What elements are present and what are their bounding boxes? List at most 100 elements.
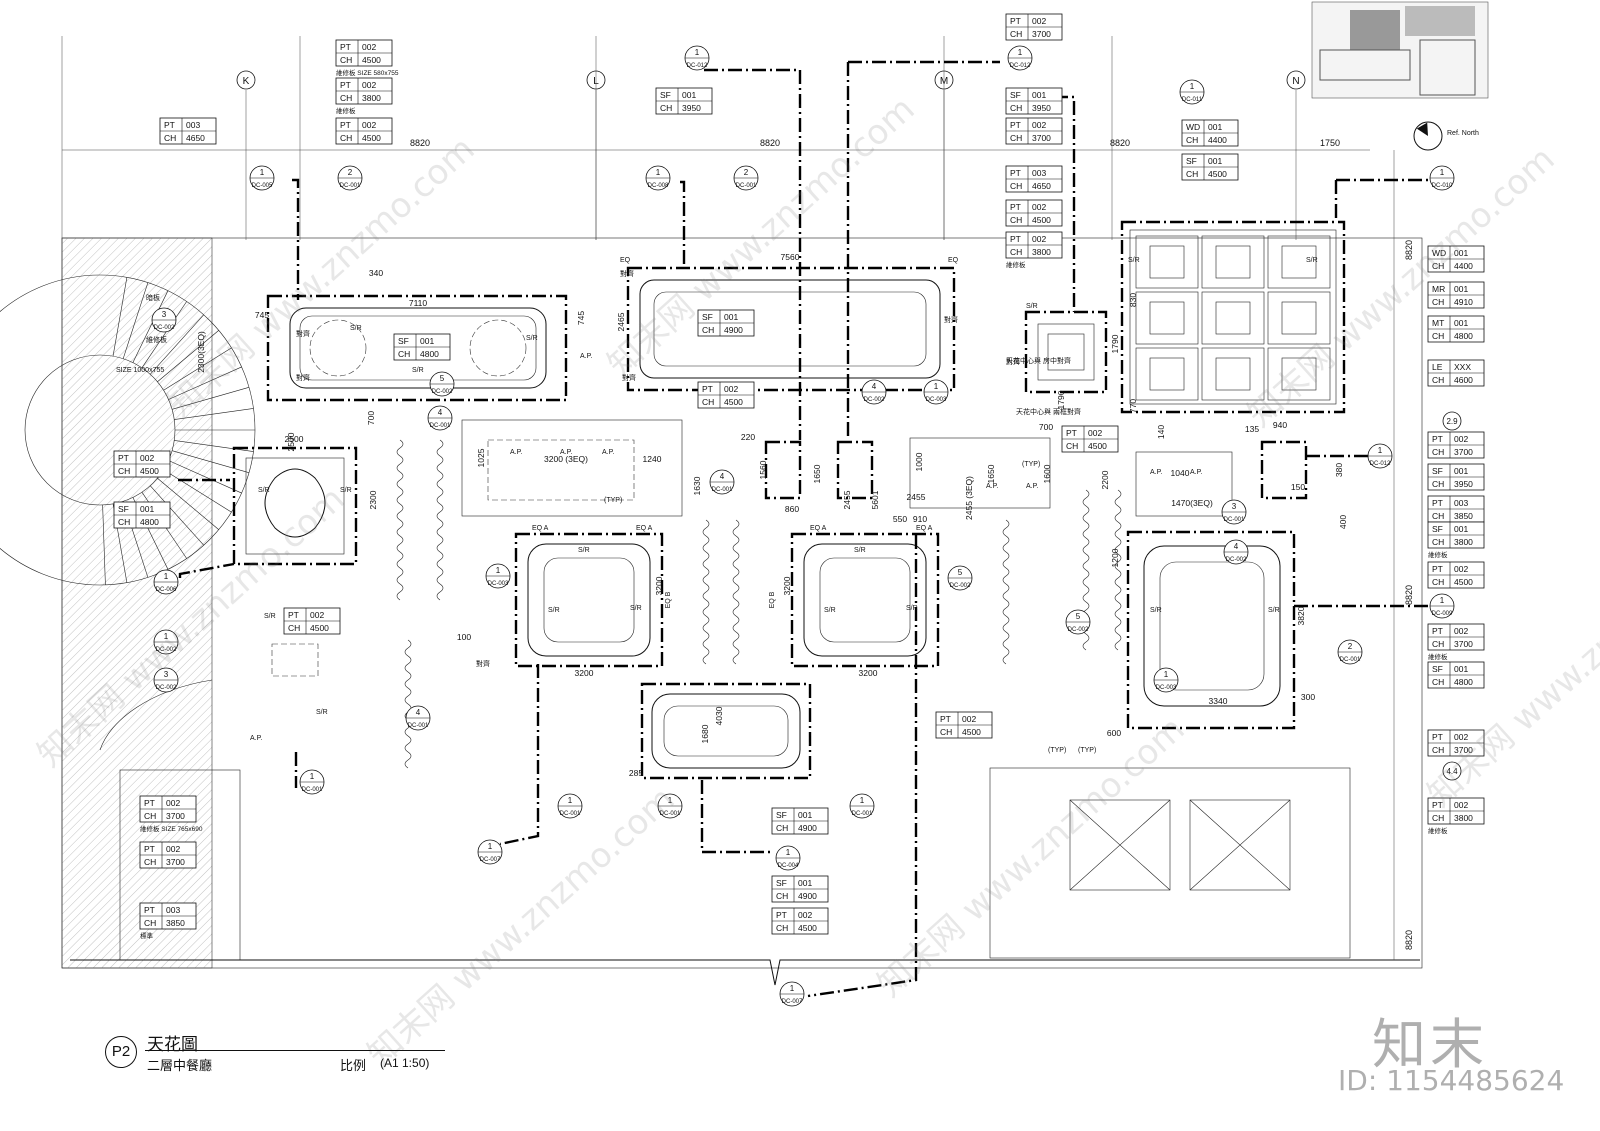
callout-reference: DC-007 bbox=[782, 999, 803, 1005]
room-note: A.P. bbox=[510, 449, 522, 456]
dimension-label: 2500 bbox=[286, 432, 296, 451]
tag-code: SF bbox=[702, 312, 713, 322]
detail-callout: 3DC-002 bbox=[153, 667, 179, 693]
tag-ceiling-label: CH bbox=[340, 55, 352, 65]
callout-number: 2 bbox=[1348, 642, 1353, 651]
detail-callout: 1DC-007 bbox=[477, 839, 503, 865]
tag-ceiling-height: 4600 bbox=[1454, 375, 1473, 385]
document-id: ID: 1154485624 bbox=[1338, 1064, 1565, 1097]
room-note: S/R bbox=[906, 605, 918, 612]
tag-ceiling-height: 4650 bbox=[1032, 181, 1051, 191]
sheet-id: P2 bbox=[105, 1036, 137, 1068]
dimension-label: 1560 bbox=[758, 460, 768, 479]
tag-ceiling-label: CH bbox=[1010, 181, 1022, 191]
tag-code: PT bbox=[340, 120, 351, 130]
tag-ceiling-label: CH bbox=[340, 133, 352, 143]
callout-number: 5 bbox=[1076, 612, 1081, 621]
tag-ceiling-height: 3700 bbox=[1032, 133, 1051, 143]
dimension-label: 3340 bbox=[1209, 696, 1228, 706]
detail-callout: 1DC-008 bbox=[645, 165, 671, 191]
tag-note: 維修板 SIZE 765x690 bbox=[140, 824, 203, 833]
tag-number: 002 bbox=[166, 798, 180, 808]
dimension-label: 285 bbox=[629, 768, 643, 778]
detail-callout: 1DC-001 bbox=[849, 793, 875, 819]
callout-number: 1 bbox=[790, 984, 795, 993]
callout-reference: DC-002 bbox=[864, 397, 885, 403]
dimension-label: 2200 bbox=[1100, 470, 1110, 489]
tag-ceiling-height: 3800 bbox=[1454, 813, 1473, 823]
tag-code: SF bbox=[1432, 466, 1443, 476]
tag-number: 001 bbox=[798, 878, 812, 888]
callout-reference: DC-002 bbox=[432, 389, 453, 395]
room-note: EQ A bbox=[636, 525, 653, 532]
callout-reference: DC-001 bbox=[302, 787, 323, 793]
room-note: S/R bbox=[1306, 257, 1318, 264]
detail-callout: 5DC-002 bbox=[947, 565, 973, 591]
tag-number: 003 bbox=[166, 905, 180, 915]
callout-number: 1 bbox=[164, 572, 169, 581]
room-note: S/R bbox=[854, 547, 866, 554]
tag-code: SF bbox=[398, 336, 409, 346]
tag-ceiling-height: 4500 bbox=[1454, 577, 1473, 587]
dimension-label: 1790 bbox=[1056, 390, 1066, 409]
tag-code: PT bbox=[1432, 626, 1443, 636]
north-label: Ref. North bbox=[1447, 130, 1479, 137]
dimension-label: 7110 bbox=[409, 298, 428, 308]
dimension-label: 860 bbox=[785, 504, 799, 514]
tag-ceiling-label: CH bbox=[1186, 135, 1198, 145]
detail-callout: 1DC-012 bbox=[1007, 45, 1033, 71]
tag-number: 002 bbox=[1032, 234, 1046, 244]
tag-ceiling-label: CH bbox=[1010, 247, 1022, 257]
dimension-label: 550 bbox=[893, 514, 907, 524]
tag-ceiling-label: CH bbox=[1432, 261, 1444, 271]
room-note: (TYP) bbox=[1022, 461, 1040, 468]
tag-ceiling-height: 4500 bbox=[140, 466, 159, 476]
dimension-label: 2300(3EQ) bbox=[196, 331, 206, 373]
tag-ceiling-height: 4500 bbox=[362, 55, 381, 65]
detail-callout: 4DC-002 bbox=[861, 379, 887, 405]
tag-ceiling-height: 3950 bbox=[682, 103, 701, 113]
callout-number: 1 bbox=[668, 796, 673, 805]
grid-dimension: 1750 bbox=[1320, 138, 1340, 148]
dimension-label: 380 bbox=[1334, 463, 1344, 477]
tag-code: SF bbox=[1010, 90, 1021, 100]
room-note: (TYP) bbox=[604, 497, 622, 504]
callout-reference: DC-001 bbox=[560, 811, 581, 817]
callout-number: 1 bbox=[1190, 82, 1195, 91]
tag-code: PT bbox=[776, 910, 787, 920]
callout-number: 1 bbox=[1440, 168, 1445, 177]
room-note: A.P. bbox=[250, 735, 262, 742]
room-note: (TYP) bbox=[1078, 747, 1096, 754]
room-note: EQ B bbox=[665, 591, 672, 608]
grid-dimension: 8820 bbox=[1110, 138, 1130, 148]
tag-ceiling-label: CH bbox=[164, 133, 176, 143]
callout-number: 3 bbox=[164, 670, 169, 679]
tag-ceiling-label: CH bbox=[144, 811, 156, 821]
callout-reference: DC-006 bbox=[156, 587, 177, 593]
callout-reference: DC-007 bbox=[480, 857, 501, 863]
dimension-label: 150 bbox=[1291, 482, 1305, 492]
callout-reference: DC-002 bbox=[1226, 557, 1247, 563]
callout-reference: DC-001 bbox=[430, 423, 451, 429]
dimension-label: 770 bbox=[1128, 399, 1138, 413]
tag-code: PT bbox=[702, 384, 713, 394]
room-note: S/R bbox=[412, 367, 424, 374]
tag-ceiling-height: 4500 bbox=[798, 923, 817, 933]
tag-ceiling-label: CH bbox=[776, 823, 788, 833]
grid-dimension: 8820 bbox=[760, 138, 780, 148]
tag-ceiling-label: CH bbox=[1432, 297, 1444, 307]
room-note: 對齊 bbox=[944, 315, 958, 324]
tag-ceiling-height: 4900 bbox=[724, 325, 743, 335]
tag-ceiling-height: 4500 bbox=[1088, 441, 1107, 451]
detail-callout: 5DC-002 bbox=[429, 371, 455, 397]
spiral-stair bbox=[0, 274, 256, 586]
